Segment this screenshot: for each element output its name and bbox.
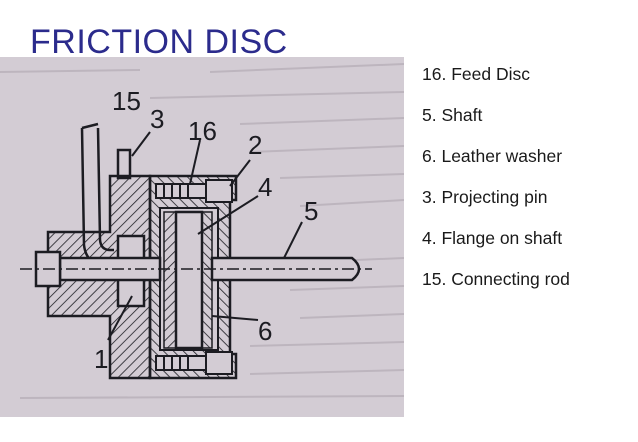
slide-title: FRICTION DISC	[30, 23, 288, 61]
parts-legend: 16. Feed Disc 5. Shaft 6. Leather washer…	[422, 62, 570, 308]
callout-3: 3	[150, 104, 164, 134]
legend-item: 3. Projecting pin	[422, 187, 548, 207]
callout-15: 15	[112, 86, 141, 116]
flange-on-shaft	[174, 210, 204, 350]
legend-item: 15. Connecting rod	[422, 269, 570, 289]
callout-6: 6	[258, 316, 272, 346]
leather-washer	[201, 211, 213, 349]
friction-disc-diagram: 15 3 16 2 4 5 1 6	[0, 57, 404, 417]
flange-hatch	[163, 211, 177, 349]
legend-item: 4. Flange on shaft	[422, 228, 563, 248]
leader-lines	[107, 131, 303, 341]
callout-4: 4	[258, 172, 272, 202]
callout-2: 2	[248, 130, 262, 160]
legend-item: 16. Feed Disc	[422, 64, 530, 84]
shaft	[20, 250, 372, 288]
legend-item: 6. Leather washer	[422, 146, 563, 166]
bottom-bolt	[155, 351, 233, 375]
legend-item: 5. Shaft	[422, 105, 483, 125]
background-text-lines	[0, 63, 404, 399]
top-bolt	[155, 179, 233, 203]
callout-16: 16	[188, 116, 217, 146]
callout-1: 1	[94, 344, 108, 374]
callout-5: 5	[304, 196, 318, 226]
